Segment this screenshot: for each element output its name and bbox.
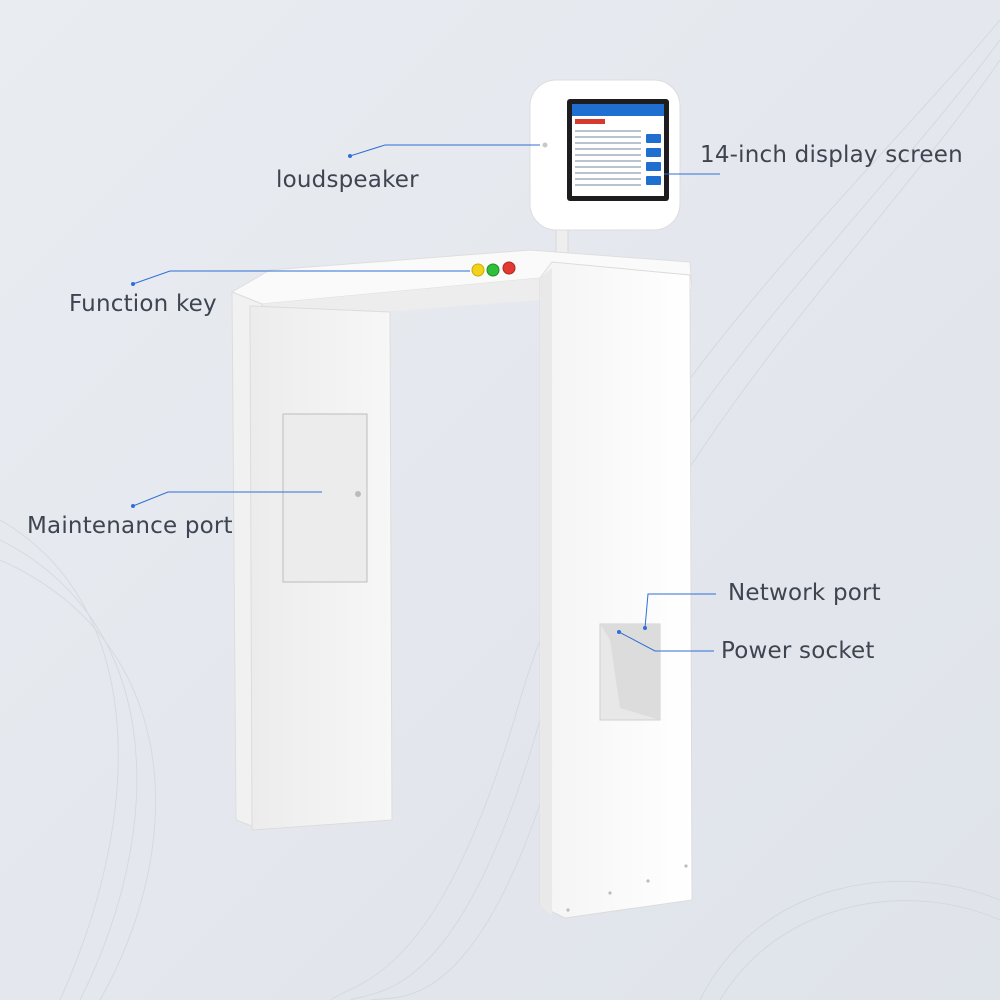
- screen-row: [575, 142, 641, 144]
- base-rivets: [566, 864, 688, 912]
- screen-button: [646, 134, 661, 143]
- speaker-grille-icon: [542, 142, 548, 148]
- leader-loudspeaker: [349, 144, 540, 157]
- screen-row: [575, 166, 641, 168]
- security-gate-body: [230, 249, 693, 919]
- screen-button: [646, 148, 661, 157]
- screen-button: [646, 162, 661, 171]
- function-key-green-icon[interactable]: [486, 263, 500, 277]
- right-pillar: [539, 261, 693, 919]
- screen-row: [575, 154, 641, 156]
- screen-row: [575, 178, 641, 180]
- door-lock-icon: [355, 491, 361, 497]
- leader-dot-icon: [348, 154, 352, 158]
- screen-alert-bar: [575, 119, 605, 124]
- port-recess-shade: [600, 624, 660, 720]
- right-pillar-side: [540, 268, 552, 916]
- function-key-red-icon[interactable]: [502, 261, 516, 275]
- screen-row: [575, 130, 641, 132]
- leader-dot-icon: [131, 282, 135, 286]
- label-loudspeaker: loudspeaker: [276, 167, 419, 193]
- leader-power: [618, 631, 714, 652]
- label-maintenance-port: Maintenance port: [27, 513, 233, 539]
- leader-dot-icon: [617, 630, 621, 634]
- screen-row: [575, 136, 641, 138]
- leader-function-key: [132, 270, 470, 285]
- monitor-screen: [572, 104, 664, 196]
- screen-row: [575, 184, 641, 186]
- label-function-key: Function key: [69, 291, 217, 317]
- screen-button: [646, 176, 661, 185]
- maintenance-door: [282, 413, 368, 583]
- leader-dot-icon: [643, 626, 647, 630]
- label-network-port: Network port: [728, 580, 881, 606]
- screen-header: [572, 104, 664, 116]
- leader-network: [644, 593, 716, 629]
- screen-row: [575, 172, 641, 174]
- leader-maintenance: [132, 491, 322, 507]
- function-key-yellow-icon[interactable]: [471, 263, 485, 277]
- screen-row: [575, 160, 641, 162]
- label-power-socket: Power socket: [721, 638, 875, 664]
- screen-row: [575, 148, 641, 150]
- leader-dot-icon: [131, 504, 135, 508]
- top-beam-underside: [262, 278, 540, 318]
- label-display-screen: 14-inch display screen: [700, 142, 963, 168]
